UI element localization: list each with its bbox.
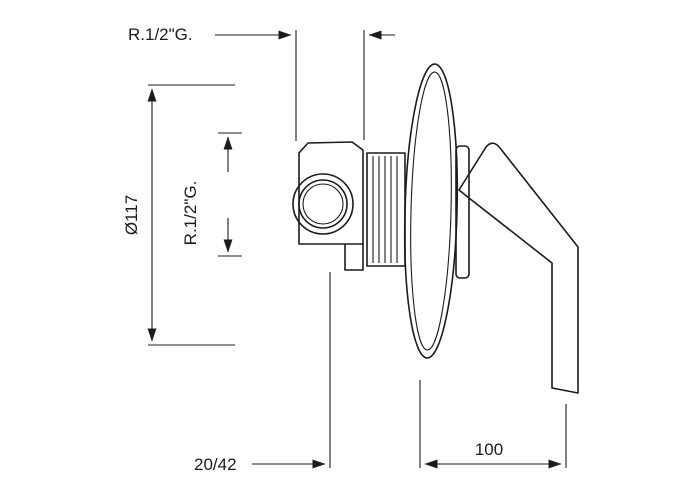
dim-label-top-connection: R.1/2"G.: [128, 25, 193, 44]
dim-label-plate-diameter: Ø117: [122, 195, 141, 235]
dim-top-connection-group: R.1/2"G.: [128, 25, 395, 141]
valve-body-outline: [298, 141, 364, 245]
dim-handle-length-group: 100: [419, 380, 567, 469]
dim-inlet-connection-group: R.1/2"G.: [181, 132, 242, 257]
lever-handle-outline: [458, 142, 579, 394]
dim-plate-diameter-group: Ø117: [122, 84, 235, 346]
dim-depth-group: 20/42: [194, 272, 331, 474]
dim-label-inlet-connection: R.1/2"G.: [181, 181, 200, 246]
handle-hub: [455, 145, 470, 279]
cartridge-detail-lines: [372, 156, 398, 263]
wall-plate-outer: [403, 63, 459, 359]
body-stub: [344, 243, 364, 271]
wall-plate-inner: [410, 71, 452, 351]
mixer-body-group: [292, 63, 579, 394]
inlet-port-inner-ring: [302, 183, 344, 225]
dim-label-depth-range: 20/42: [194, 455, 237, 474]
dim-label-handle-length: 100: [475, 440, 503, 459]
wall-plate-group: [403, 63, 459, 359]
inlet-port-outer-ring: [292, 173, 354, 235]
inlet-port-mid-ring: [298, 179, 348, 229]
